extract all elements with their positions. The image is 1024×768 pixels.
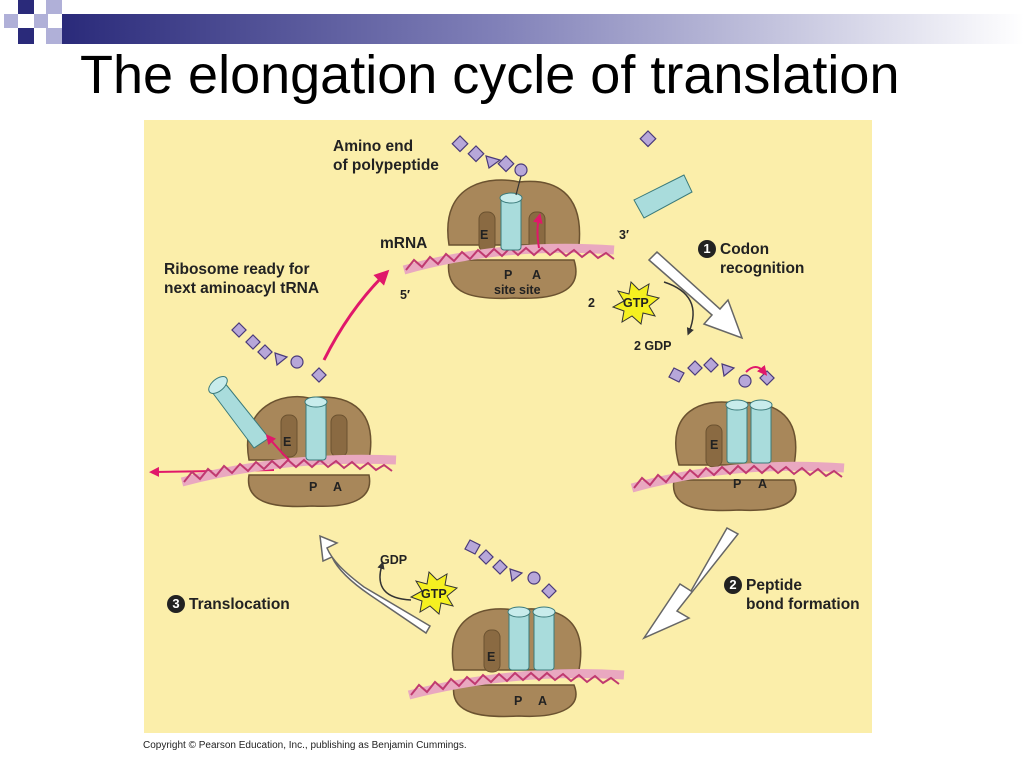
gdp-arrow-1 xyxy=(663,281,694,336)
gdp-label-3: GDP xyxy=(380,553,408,567)
a-site-left-label: A xyxy=(333,480,343,494)
p-site-bottom-label: P xyxy=(514,694,523,708)
e-site-right-label: E xyxy=(710,438,719,452)
ribosome-left xyxy=(180,376,397,508)
gtp-label-1: GTP xyxy=(623,296,649,310)
three-prime-label: 3′ xyxy=(619,228,629,242)
slide-title: The elongation cycle of translation xyxy=(80,45,900,105)
five-prime-label: 5′ xyxy=(400,288,410,302)
polypeptide-top xyxy=(451,130,657,196)
a-site-top-label: A xyxy=(532,268,542,282)
copyright-notice: Copyright © Pearson Education, Inc., pub… xyxy=(143,740,467,751)
deco-square-5 xyxy=(18,28,34,44)
cycle-arrow-1 xyxy=(647,250,744,340)
gtp-label-3: GTP xyxy=(421,587,447,601)
gdp-label-1: 2 GDP xyxy=(634,339,672,353)
deco-square-6 xyxy=(46,28,62,44)
p-site-right-label: P xyxy=(733,477,742,491)
e-site-bottom-label: E xyxy=(487,650,496,664)
ribosome-right xyxy=(630,399,845,512)
cycle-arrow-3 xyxy=(319,534,432,635)
gdp-arrow-3 xyxy=(377,561,412,601)
e-site-top-label: E xyxy=(480,228,489,242)
gtp-star-3 xyxy=(409,570,459,615)
mrna-label: mRNA xyxy=(380,235,428,252)
e-site-left-label: E xyxy=(283,435,292,449)
ribosome-top xyxy=(402,174,693,300)
p-site-left-label: P xyxy=(309,480,318,494)
deco-square-1 xyxy=(18,0,34,14)
deco-square-3 xyxy=(4,14,18,28)
gtp-star-1 xyxy=(611,280,661,325)
elongation-diagram: Amino end of polypeptide mRNA 3′ 5′ Ribo… xyxy=(144,120,872,733)
ribosome-ready-label: Ribosome ready for next aminoacyl tRNA xyxy=(164,261,320,297)
polypeptide-right xyxy=(668,357,775,388)
a-site-bottom-label: A xyxy=(538,694,548,708)
a-site-right-label: A xyxy=(758,477,768,491)
p-site-top-label: P xyxy=(504,268,513,282)
site-site-label: site site xyxy=(494,283,541,297)
diagram-canvas xyxy=(149,130,845,718)
gtp-count-label: 2 xyxy=(588,296,595,310)
deco-square-4 xyxy=(34,14,48,28)
deco-square-2 xyxy=(46,0,62,14)
ribosome-bottom xyxy=(407,606,625,718)
polypeptide-bottom xyxy=(464,539,557,599)
amino-end-label: Amino end of polypeptide xyxy=(333,138,439,174)
return-arrow xyxy=(322,269,390,361)
cycle-arrow-2 xyxy=(641,526,740,640)
polypeptide-left xyxy=(231,322,327,383)
title-bar xyxy=(62,14,1024,44)
